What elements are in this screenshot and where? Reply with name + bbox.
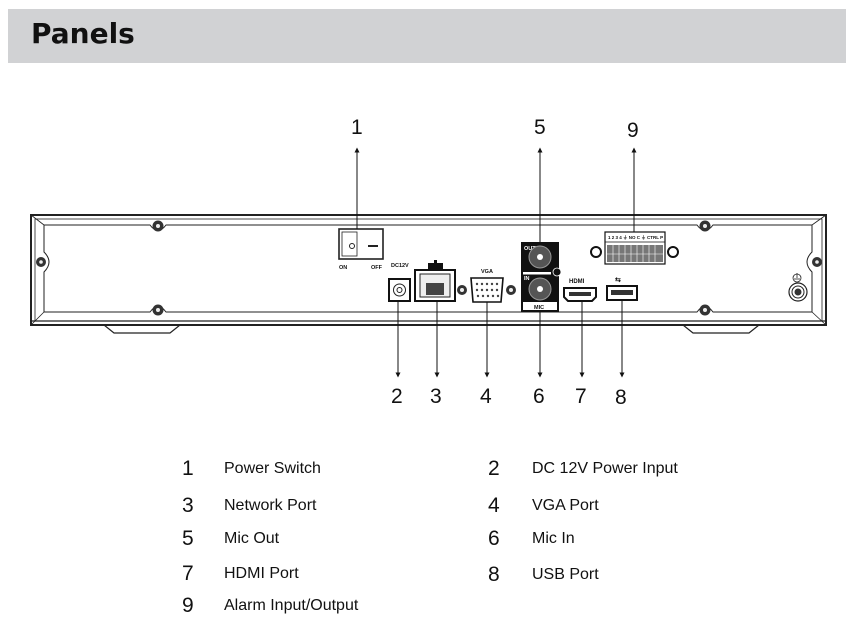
- usb-port[interactable]: ⇆: [606, 276, 638, 301]
- left-foot: [103, 324, 181, 334]
- legend-label: USB Port: [532, 566, 599, 583]
- callout-9: 9: [627, 119, 639, 142]
- network-icon: [428, 260, 443, 269]
- legend-number: 3: [182, 494, 194, 517]
- legend-label: Mic In: [532, 530, 575, 547]
- mic-label: MIC: [534, 305, 544, 311]
- callout-6: 6: [533, 385, 545, 408]
- mic-in-port[interactable]: [528, 277, 552, 301]
- alarm-label: 1 2 3 4 ⏚ NO C ⏚ CTRL P: [608, 234, 663, 241]
- network-port[interactable]: [414, 260, 456, 302]
- legend-number: 4: [488, 494, 500, 517]
- usb-icon: ⇆: [615, 276, 621, 284]
- callout-1: 1: [351, 116, 363, 139]
- screw-icon: [699, 220, 711, 232]
- legend-number: 1: [182, 457, 194, 480]
- screw-icon: [152, 220, 164, 232]
- dc-label: DC12V: [391, 263, 409, 269]
- callout-3: 3: [430, 385, 442, 408]
- legend-label: Power Switch: [224, 460, 321, 477]
- screw-icon: [699, 304, 711, 316]
- legend-label: DC 12V Power Input: [532, 460, 678, 477]
- legend-label: VGA Port: [532, 497, 599, 514]
- section-header: Panels: [8, 9, 846, 63]
- legend-number: 7: [182, 562, 194, 585]
- legend-number: 2: [488, 457, 500, 480]
- legend-label: HDMI Port: [224, 565, 299, 582]
- vga-port[interactable]: VGA: [457, 269, 516, 303]
- mic-in-label: IN: [524, 276, 530, 282]
- dc-power-input[interactable]: DC12V: [388, 263, 411, 302]
- chassis: [30, 214, 827, 326]
- mic-out-port[interactable]: [528, 245, 552, 269]
- switch-off-label: OFF: [371, 265, 383, 271]
- legend-number: 6: [488, 527, 500, 550]
- screw-icon: [36, 257, 46, 267]
- screw-icon: [812, 257, 822, 267]
- section-title: Panels: [31, 17, 135, 50]
- legend-number: 9: [182, 594, 194, 617]
- screw-icon: [152, 304, 164, 316]
- hdmi-label: HDMI: [569, 279, 585, 285]
- mic-ports: MIC OUT IN: [521, 242, 562, 312]
- switch-on-label: ON: [339, 265, 347, 271]
- hdmi-port[interactable]: HDMI: [563, 279, 597, 302]
- callout-lines: [354, 147, 637, 378]
- callout-7: 7: [575, 385, 587, 408]
- callout-5: 5: [534, 116, 546, 139]
- legend-label: Network Port: [224, 497, 317, 514]
- ground-terminal: [788, 273, 808, 302]
- alarm-terminal[interactable]: 1 2 3 4 ⏚ NO C ⏚ CTRL P: [590, 231, 679, 265]
- legend-number: 8: [488, 563, 500, 586]
- right-foot: [682, 324, 760, 334]
- legend-number: 5: [182, 527, 194, 550]
- legend-label: Alarm Input/Output: [224, 597, 359, 614]
- legend-label: Mic Out: [224, 530, 280, 547]
- callout-4: 4: [480, 385, 492, 408]
- power-switch[interactable]: ON OFF: [338, 228, 384, 271]
- screws: [36, 220, 822, 316]
- mic-out-label: OUT: [524, 246, 536, 252]
- callout-8: 8: [615, 386, 627, 409]
- vga-label: VGA: [481, 269, 493, 275]
- callout-2: 2: [391, 385, 403, 408]
